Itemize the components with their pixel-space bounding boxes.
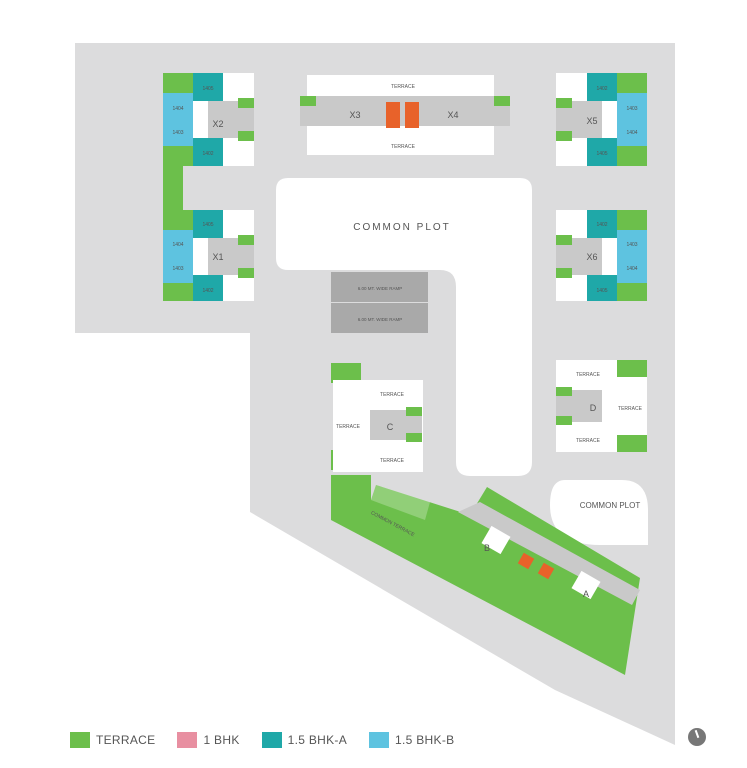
legend-swatch bbox=[369, 732, 390, 748]
unit-label: 1404 bbox=[172, 106, 183, 112]
unit-label: 1405 bbox=[202, 86, 213, 92]
legend-item-terrace: TERRACE bbox=[70, 732, 155, 748]
unit-label: 1403 bbox=[172, 266, 183, 272]
ramp-upper bbox=[331, 272, 428, 302]
legend-item-1-5bhk-a: 1.5 BHK-A bbox=[261, 732, 348, 748]
common-plot-small bbox=[550, 480, 648, 545]
terrace-label: TERRACE bbox=[576, 372, 601, 378]
block-x6: X6 1402 1403 1404 1405 bbox=[556, 210, 647, 301]
block-x3-label: X3 bbox=[349, 110, 360, 120]
unit-label: 1402 bbox=[596, 86, 607, 92]
block-a-label: A bbox=[583, 589, 589, 599]
unit-label: 1402 bbox=[202, 288, 213, 294]
block-a-b: COMMON TERRACE B A bbox=[331, 485, 640, 675]
unit-label: 1402 bbox=[596, 222, 607, 228]
ramp-lower-label: 6.00 MT. WIDE RAMP bbox=[358, 317, 403, 322]
block-x6-label: X6 bbox=[586, 252, 597, 262]
legend: TERRACE 1 BHK 1.5 BHK-A 1.5 BHK-B bbox=[70, 730, 476, 750]
common-plot-main-label: COMMON PLOT bbox=[353, 222, 451, 233]
block-c-label: C bbox=[387, 422, 394, 432]
block-b-label: B bbox=[484, 543, 490, 553]
unit-label: 1403 bbox=[172, 130, 183, 136]
legend-label: TERRACE bbox=[96, 733, 156, 747]
terrace-label: TERRACE bbox=[336, 424, 361, 430]
terrace-label: TERRACE bbox=[618, 406, 643, 412]
unit-label: 1405 bbox=[596, 151, 607, 157]
common-plot-small-label: COMMON PLOT bbox=[580, 501, 641, 510]
legend-item-1-5bhk-b: 1.5 BHK-B bbox=[369, 732, 454, 748]
legend-swatch bbox=[70, 732, 90, 748]
unit-label: 1404 bbox=[626, 266, 637, 272]
ramp-upper-label: 6.00 MT. WIDE RAMP bbox=[358, 286, 403, 291]
block-x2-label: X2 bbox=[212, 119, 223, 129]
unit-label: 1403 bbox=[626, 106, 637, 112]
block-x5-label: X5 bbox=[586, 116, 597, 126]
unit-label: 1404 bbox=[626, 130, 637, 136]
unit-label: 1405 bbox=[596, 288, 607, 294]
block-x3-x4: TERRACE TERRACE X3 X4 bbox=[300, 75, 510, 155]
legend-item-1bhk: 1 BHK bbox=[177, 732, 239, 748]
legend-swatch bbox=[261, 732, 282, 748]
legend-swatch bbox=[177, 732, 198, 748]
block-c: TERRACE TERRACE TERRACE C bbox=[331, 363, 423, 505]
north-compass-icon bbox=[688, 728, 706, 746]
block-d: TERRACE TERRACE TERRACE D bbox=[556, 360, 647, 452]
terrace-label: TERRACE bbox=[391, 84, 416, 90]
block-x1: X1 1405 1404 1403 1402 bbox=[163, 210, 254, 301]
block-x4-label: X4 bbox=[447, 110, 458, 120]
terrace-label: TERRACE bbox=[576, 438, 601, 444]
block-x5: X5 1402 1403 1404 1405 bbox=[556, 73, 647, 166]
block-x2: X2 1405 1404 1403 1402 bbox=[163, 73, 254, 166]
legend-label: 1.5 BHK-A bbox=[287, 733, 348, 747]
terrace-label: TERRACE bbox=[391, 144, 416, 150]
block-d-label: D bbox=[590, 403, 597, 413]
block-x1-label: X1 bbox=[212, 252, 223, 262]
common-plot-main bbox=[276, 178, 532, 476]
unit-label: 1405 bbox=[202, 222, 213, 228]
unit-label: 1402 bbox=[202, 151, 213, 157]
ramp-lower bbox=[331, 303, 428, 333]
unit-label: 1404 bbox=[172, 242, 183, 248]
unit-label: 1403 bbox=[626, 242, 637, 248]
terrace-label: TERRACE bbox=[380, 458, 405, 464]
legend-label: 1.5 BHK-B bbox=[395, 733, 455, 747]
terrace-label: TERRACE bbox=[380, 392, 405, 398]
legend-label: 1 BHK bbox=[203, 733, 240, 747]
